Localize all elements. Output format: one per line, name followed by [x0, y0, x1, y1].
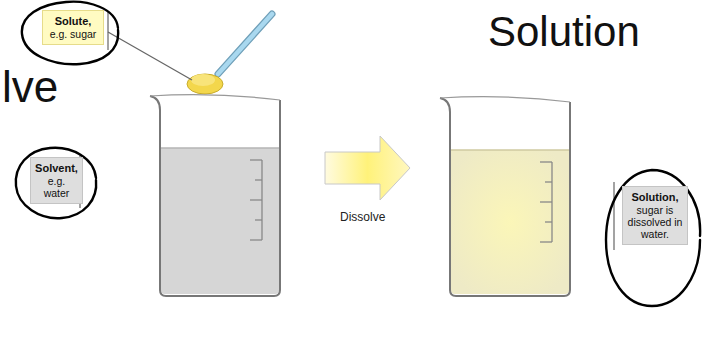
spoon — [187, 14, 272, 94]
beaker-water — [150, 95, 280, 296]
solvent-box: Solvent,e.g. water — [30, 157, 83, 204]
dissolve-arrow — [325, 136, 410, 200]
handwritten-note: Solution — [488, 8, 640, 56]
box-heading: Solvent, — [35, 162, 78, 175]
box-heading: Solute, — [47, 15, 99, 28]
solute-box: Solute,e.g. sugar — [42, 10, 104, 45]
box-text: sugar is dissolved in water. — [627, 204, 683, 240]
solution-box: Solution,sugar is dissolved in water. — [622, 186, 688, 245]
handwritten-note: lve — [2, 62, 58, 112]
box-heading: Solution, — [627, 191, 683, 204]
beaker-solution — [440, 97, 570, 296]
arrow-label: Dissolve — [340, 210, 385, 224]
hand-circles — [16, 2, 700, 306]
box-text: e.g. water — [35, 175, 78, 199]
box-text: e.g. sugar — [47, 28, 99, 40]
